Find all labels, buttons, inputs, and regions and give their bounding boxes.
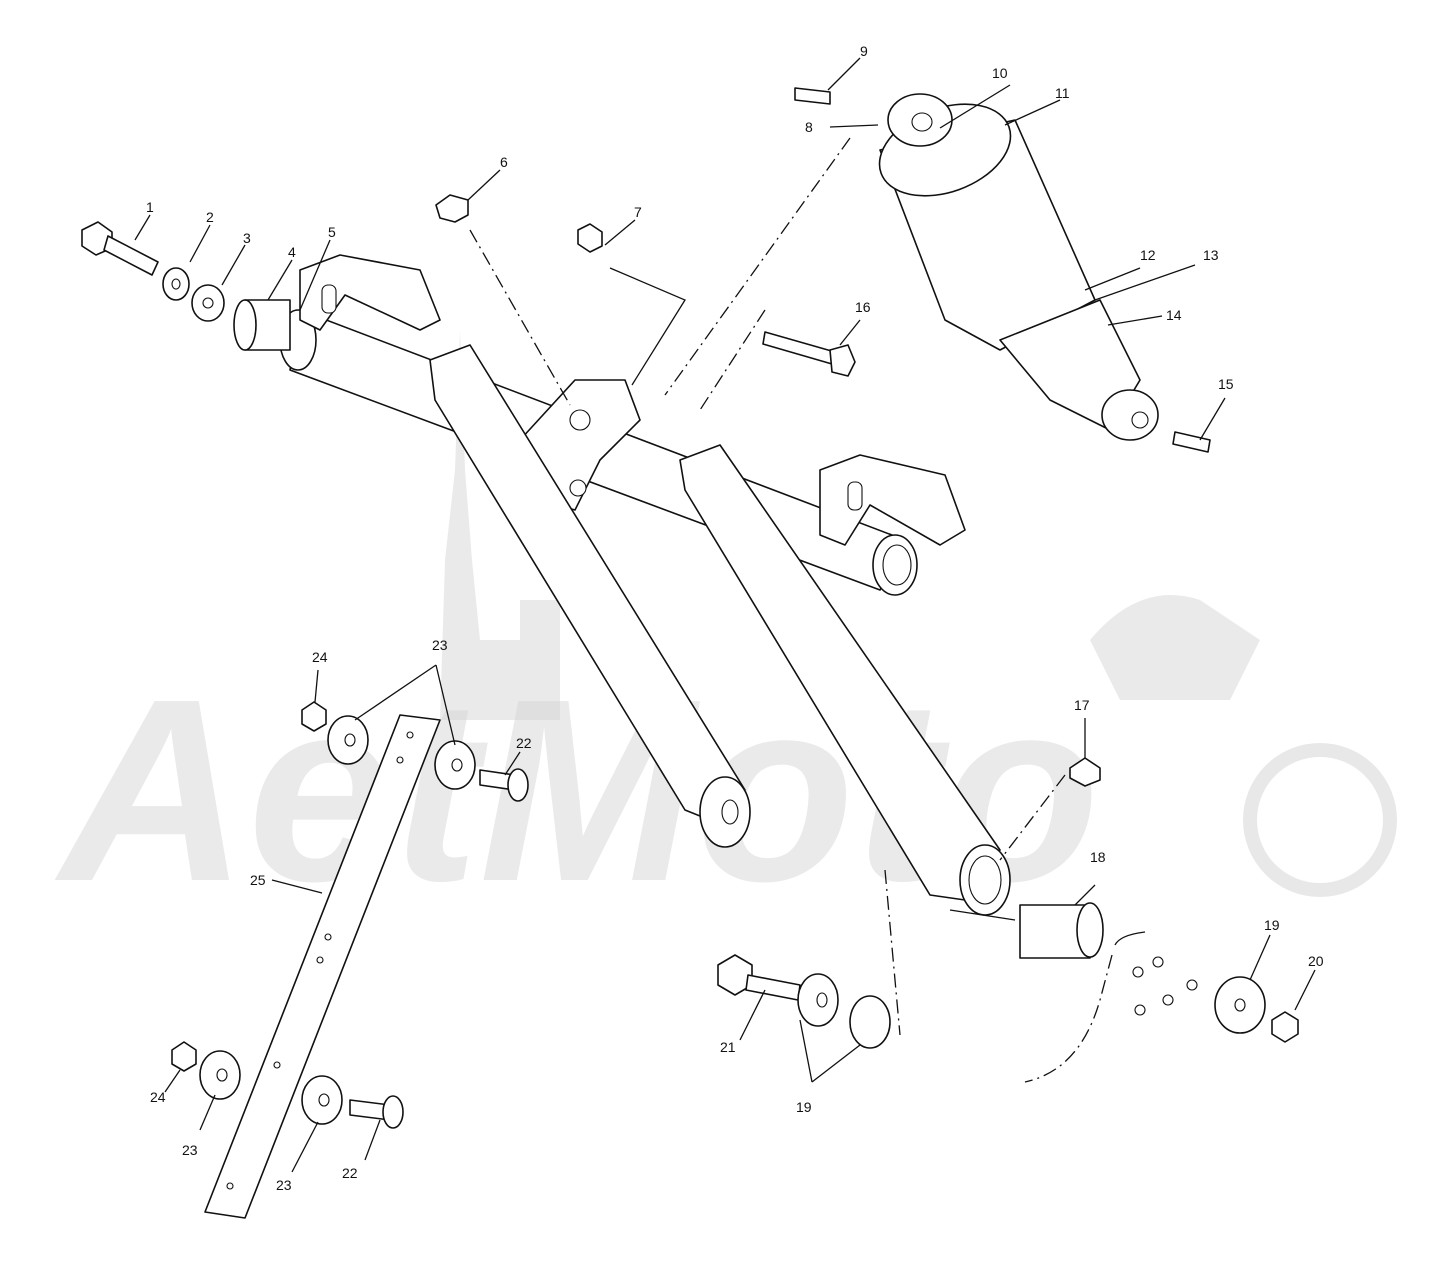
shock-absorber — [878, 93, 1159, 441]
callout-11: 11 — [1055, 85, 1070, 101]
callouts: 1 2 3 4 5 6 7 8 9 10 11 12 13 14 15 16 1… — [146, 43, 1324, 1193]
callout-1: 1 — [146, 199, 154, 215]
callout-5: 5 — [328, 224, 336, 240]
callout-15: 15 — [1218, 376, 1234, 392]
callout-18: 18 — [1090, 849, 1106, 865]
watermark-wheel — [1243, 743, 1397, 897]
watermark-cathedral — [440, 330, 560, 720]
callout-21: 21 — [720, 1039, 736, 1055]
callout-8: 8 — [805, 119, 813, 135]
callout-19-bottom: 19 — [796, 1099, 812, 1115]
callout-25: 25 — [250, 872, 266, 888]
callout-7: 7 — [634, 204, 642, 220]
callout-24-bottom: 24 — [150, 1089, 166, 1105]
callout-19-right: 19 — [1264, 917, 1280, 933]
callout-14: 14 — [1166, 307, 1182, 323]
callout-12: 12 — [1140, 247, 1156, 263]
callout-23-left: 23 — [182, 1142, 198, 1158]
callout-22-top: 22 — [516, 735, 532, 751]
callout-23-bottom: 23 — [276, 1177, 292, 1193]
callout-20: 20 — [1308, 953, 1324, 969]
swing-arm — [279, 254, 1011, 916]
callout-23-top: 23 — [432, 637, 448, 653]
callout-16: 16 — [855, 299, 871, 315]
callout-2: 2 — [206, 209, 214, 225]
watermark-motorcycle — [1090, 595, 1260, 700]
callout-4: 4 — [288, 244, 296, 260]
leader-lines — [134, 57, 1316, 1173]
callout-6: 6 — [500, 154, 508, 170]
callout-13: 13 — [1203, 247, 1219, 263]
hardware — [81, 87, 1299, 1219]
callout-10: 10 — [992, 65, 1008, 81]
callout-17: 17 — [1074, 697, 1090, 713]
callout-3: 3 — [243, 230, 251, 246]
callout-22-bottom: 22 — [342, 1165, 358, 1181]
callout-24-top: 24 — [312, 649, 328, 665]
callout-9: 9 — [860, 43, 868, 59]
